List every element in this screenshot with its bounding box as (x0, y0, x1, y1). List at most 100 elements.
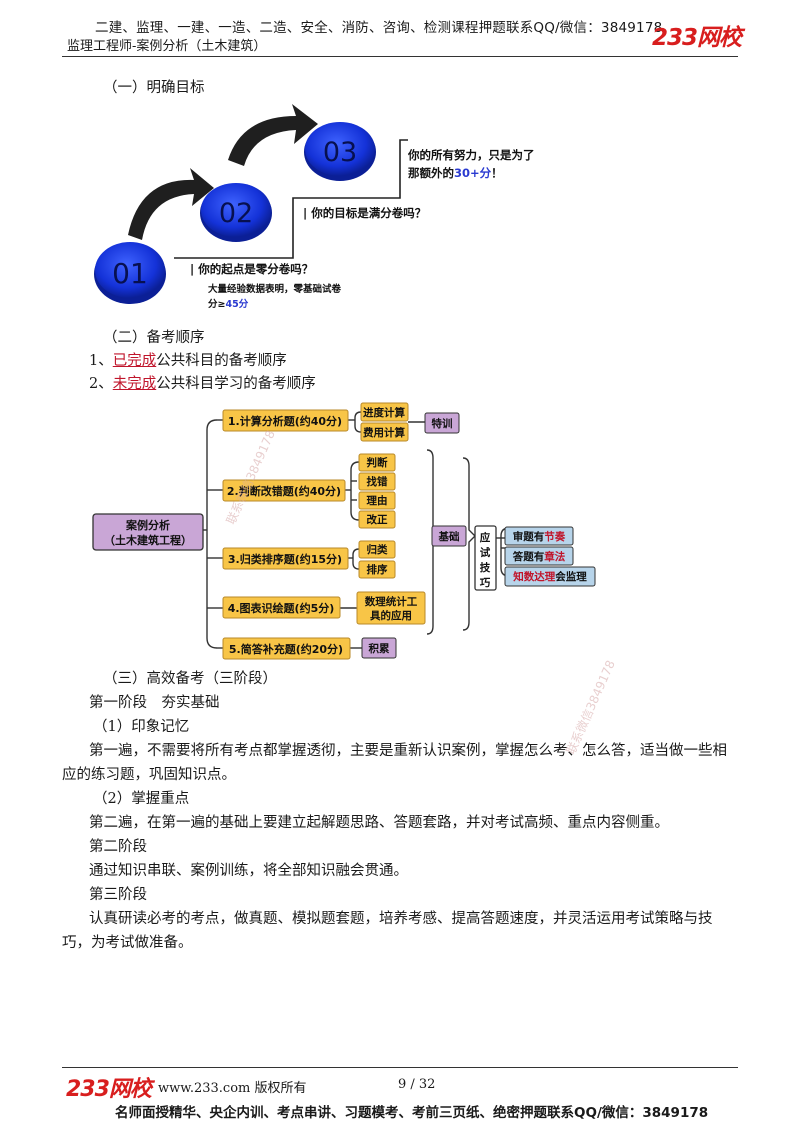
svg-text:数理统计工: 数理统计工 (364, 595, 418, 608)
header-rule (62, 56, 738, 57)
step-text-02: 你的目标是满分卷吗？ (310, 206, 426, 220)
tag-box: 积累 (361, 637, 397, 659)
leaf-box: 费用计算 (360, 422, 409, 442)
header-subtitle: 监理工程师-案例分析（土木建筑） (67, 39, 267, 54)
svg-text:那额外的30+分！: 那额外的30+分！ (408, 166, 503, 180)
paragraph-1: 第一遍，不需要将所有考点都掌握透彻，主要是重新认识案例，掌握怎么考、怎么答，适当… (62, 743, 727, 783)
header-promo: 二建、监理、一建、一造、二造、安全、消防、咨询、检测课程押题联系QQ/微信：38… (95, 20, 663, 36)
svg-text:具的应用: 具的应用 (369, 609, 412, 622)
step-text-03-pre: 那额外的 (408, 166, 454, 180)
leaf-box: 理由 (358, 491, 396, 510)
completed-label: 已完成 (112, 353, 157, 369)
section-heading-2: （二）备考顺序 (103, 330, 205, 346)
svg-text:积累: 积累 (369, 642, 390, 655)
svg-text:理由: 理由 (367, 494, 388, 507)
svg-text:| 你的目标是满分卷吗？: | 你的目标是满分卷吗？ (303, 206, 426, 220)
footer-rule (62, 1067, 738, 1068)
svg-text:审题有节奏: 审题有节奏 (513, 530, 566, 543)
leaf-box: 数理统计工 具的应用 (356, 591, 426, 625)
subheading-1: （1）印象记忆 (93, 719, 190, 735)
svg-text:排序: 排序 (367, 563, 388, 576)
svg-text:分≥45分: 分≥45分 (208, 298, 249, 310)
svg-text:找错: 找错 (367, 475, 388, 488)
stage-1-title: 第一阶段 夯实基础 (89, 695, 220, 711)
svg-text:巧: 巧 (480, 577, 491, 589)
svg-text:（土木建筑工程）: （土木建筑工程） (104, 533, 192, 547)
section-heading-1: （一）明确目标 (103, 80, 205, 96)
skill-box: 应 试 技 巧 (474, 525, 497, 591)
step-number: 03 (323, 137, 357, 168)
paragraph-4: 认真研读必考的考点，做真题、模拟题套题，培养考感、提高答题速度，并灵活运用考试策… (62, 911, 713, 951)
svg-text:2.判断改错题(约40分): 2.判断改错题(约40分) (227, 484, 341, 498)
svg-text:1.计算分析题(约40分): 1.计算分析题(约40分) (228, 414, 342, 428)
subheading-2: （2）掌握重点 (93, 791, 190, 807)
svg-text:归类: 归类 (367, 543, 388, 556)
svg-text:答题有章法: 答题有章法 (512, 550, 566, 563)
branch-box-2: 2.判断改错题(约40分) (222, 479, 346, 502)
step-note-highlight: 45分 (225, 298, 248, 310)
header-logo: 233网校 (652, 25, 742, 51)
goals-diagram: 01 02 03 | 你的起点是零分卷吗？ 大量经验数据表明，零基础试卷 分≥4… (94, 104, 535, 310)
mindmap-root: 案例分析 （土木建筑工程） (92, 513, 204, 551)
curved-arrow-icon (228, 104, 318, 166)
step-text-03-post: ！ (491, 166, 503, 180)
branch-box-3: 3.归类排序题(约15分) (222, 547, 349, 570)
svg-text:改正: 改正 (367, 513, 388, 526)
leaf-box: 排序 (358, 560, 396, 579)
not-completed-label: 未完成 (112, 376, 157, 392)
stage-3-title: 第三阶段 (89, 887, 147, 903)
footer-copyright: www.233.com 版权所有 (158, 1081, 307, 1096)
leaf-box: 归类 (358, 540, 396, 559)
branch-box-4: 4.图表识绘题(约5分) (222, 596, 341, 619)
svg-text:案例分析: 案例分析 (125, 518, 170, 532)
step-number: 01 (112, 257, 148, 290)
svg-text:基础: 基础 (438, 530, 460, 543)
svg-text:技: 技 (480, 561, 491, 574)
paragraph-3: 通过知识串联、案例训练，将全部知识融会贯通。 (89, 863, 408, 879)
svg-text:试: 试 (480, 546, 491, 559)
mindmap-diagram: 案例分析 （土木建筑工程） 1.计算分析题(约40分) 2.判断改错题(约40分… (92, 402, 596, 660)
step-disc-01: 01 (94, 242, 166, 304)
tip-box-3: 知数达理会监理 (504, 566, 596, 587)
order-item-1: 1、已完成公共科目的备考顺序 (89, 353, 287, 369)
step-number: 02 (219, 198, 253, 229)
svg-text:知数达理会监理: 知数达理会监理 (513, 570, 587, 583)
footer-logo: 233网校 (66, 1077, 152, 1102)
branch-box-1: 1.计算分析题(约40分) (222, 409, 349, 432)
step-text-03-line1: 你的所有努力，只是为了 (407, 148, 535, 162)
step-note-prefix: 分≥ (208, 298, 225, 310)
svg-text:判断: 判断 (367, 456, 388, 469)
svg-text:应: 应 (480, 531, 491, 544)
step-text-03-highlight: 30+分 (454, 166, 492, 180)
step-pipe: | (190, 262, 198, 276)
tag-box: 特训 (424, 412, 460, 434)
curved-arrow-icon (128, 168, 214, 240)
base-box: 基础 (431, 525, 467, 547)
step-text-01: 你的起点是零分卷吗？ (197, 262, 313, 276)
svg-text:费用计算: 费用计算 (363, 426, 405, 439)
tip-box-1: 审题有节奏 (504, 526, 574, 546)
branch-box-5: 5.简答补充题(约20分) (222, 637, 351, 660)
step-disc-03: 03 (304, 122, 376, 181)
svg-text:| 你的起点是零分卷吗？: | 你的起点是零分卷吗？ (190, 262, 313, 276)
order-item-2: 2、未完成公共科目学习的备考顺序 (89, 376, 316, 392)
section-3: （三）高效备考（三阶段） 第一阶段 夯实基础 （1）印象记忆 第一遍，不需要将所… (62, 667, 738, 955)
svg-text:5.简答补充题(约20分): 5.简答补充题(约20分) (229, 642, 343, 656)
tip-box-2: 答题有章法 (504, 546, 574, 566)
step-pipe: | (303, 206, 311, 220)
section-heading-3: （三）高效备考（三阶段） (103, 671, 277, 687)
svg-text:进度计算: 进度计算 (363, 406, 405, 419)
svg-text:特训: 特训 (432, 417, 453, 430)
svg-text:4.图表识绘题(约5分): 4.图表识绘题(约5分) (228, 601, 335, 615)
step-disc-02: 02 (200, 183, 272, 242)
leaf-box: 进度计算 (360, 402, 409, 422)
paragraph-2: 第二遍，在第一遍的基础上要建立起解题思路、答题套路，并对考试高频、重点内容侧重。 (89, 815, 669, 831)
step-note-line1: 大量经验数据表明，零基础试卷 (208, 283, 342, 295)
page-number: 9 / 32 (398, 1077, 436, 1092)
leaf-box: 找错 (358, 472, 396, 491)
svg-text:3.归类排序题(约15分): 3.归类排序题(约15分) (228, 552, 342, 566)
leaf-box: 判断 (358, 453, 396, 472)
stage-2-title: 第二阶段 (89, 839, 147, 855)
leaf-box: 改正 (358, 510, 396, 529)
footer-promo: 名师面授精华、央企内训、考点串讲、习题模考、考前三页纸、绝密押题联系QQ/微信：… (115, 1105, 709, 1121)
